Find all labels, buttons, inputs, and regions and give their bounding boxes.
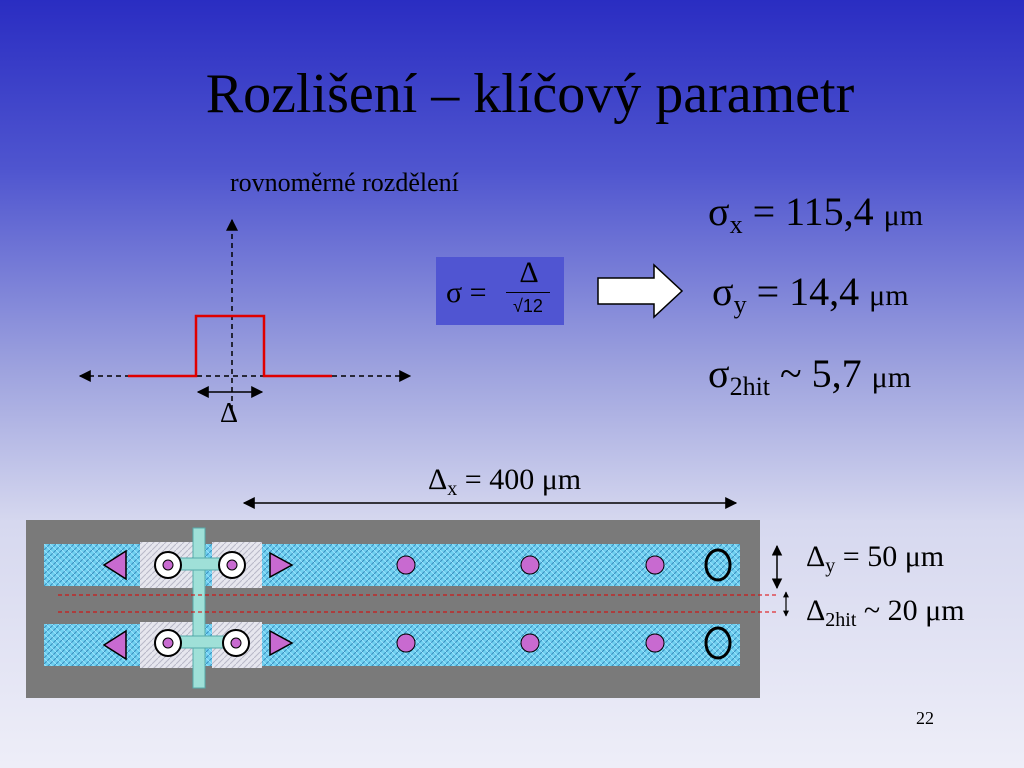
sigma-formula: σ = Δ √12 bbox=[436, 256, 564, 325]
pitch-x-value: = 400 μm bbox=[457, 463, 582, 496]
two-hit-arrow bbox=[783, 591, 789, 617]
two-hit-subscript: 2hit bbox=[825, 609, 857, 631]
result-value: ~ 5,7 bbox=[770, 351, 872, 396]
distribution-width-symbol: Δ bbox=[220, 398, 239, 429]
uniform-pdf-line bbox=[128, 314, 332, 378]
pitch-x-subscript: x bbox=[447, 478, 458, 500]
fraction-bar bbox=[506, 292, 550, 293]
formula-denominator: √12 bbox=[513, 296, 543, 316]
pitch-x-symbol: Δ bbox=[428, 463, 448, 496]
formula-lhs: σ = bbox=[446, 276, 487, 309]
pitch-y-value: = 50 μm bbox=[835, 540, 945, 573]
uniform-distribution-plot bbox=[78, 218, 412, 410]
result-unit: μm bbox=[869, 279, 909, 312]
two-hit-symbol: Δ bbox=[806, 594, 826, 627]
two-hit-value: ~ 20 μm bbox=[856, 594, 965, 627]
result-subscript: 2hit bbox=[729, 372, 771, 401]
result-unit: μm bbox=[871, 361, 912, 394]
pitch-y-arrow bbox=[771, 544, 783, 590]
implication-arrow-icon bbox=[597, 263, 684, 319]
result-symbol: σ bbox=[712, 269, 734, 314]
result-sigma-y: σy = 14,4 μm bbox=[712, 268, 909, 320]
formula-numerator: Δ bbox=[519, 256, 539, 289]
result-value: = 14,4 bbox=[746, 269, 870, 314]
result-sigma-2hit: σ2hit ~ 5,7 μm bbox=[708, 350, 911, 402]
pixel-detector-diagram bbox=[26, 520, 760, 698]
result-unit: μm bbox=[883, 199, 924, 232]
slide-title: Rozlišení – klíčový parametr bbox=[205, 63, 855, 125]
pitch-y-symbol: Δ bbox=[806, 540, 826, 573]
result-subscript: y bbox=[733, 290, 747, 319]
pitch-x-label: Δx = 400 μm bbox=[428, 463, 582, 500]
result-subscript: x bbox=[729, 210, 743, 239]
pitch-x-arrow bbox=[242, 497, 738, 509]
two-hit-label: Δ2hit ~ 20 μm bbox=[806, 594, 965, 631]
result-symbol: σ bbox=[708, 189, 730, 234]
pitch-y-label: Δy = 50 μm bbox=[806, 540, 945, 577]
two-hit-lines bbox=[58, 594, 778, 613]
result-symbol: σ bbox=[708, 351, 730, 396]
result-sigma-x: σx = 115,4 μm bbox=[708, 188, 923, 240]
result-value: = 115,4 bbox=[742, 189, 884, 234]
page-number: 22 bbox=[916, 708, 934, 728]
pitch-y-subscript: y bbox=[825, 555, 836, 577]
distribution-label: rovnoměrné rozdělení bbox=[230, 168, 459, 197]
